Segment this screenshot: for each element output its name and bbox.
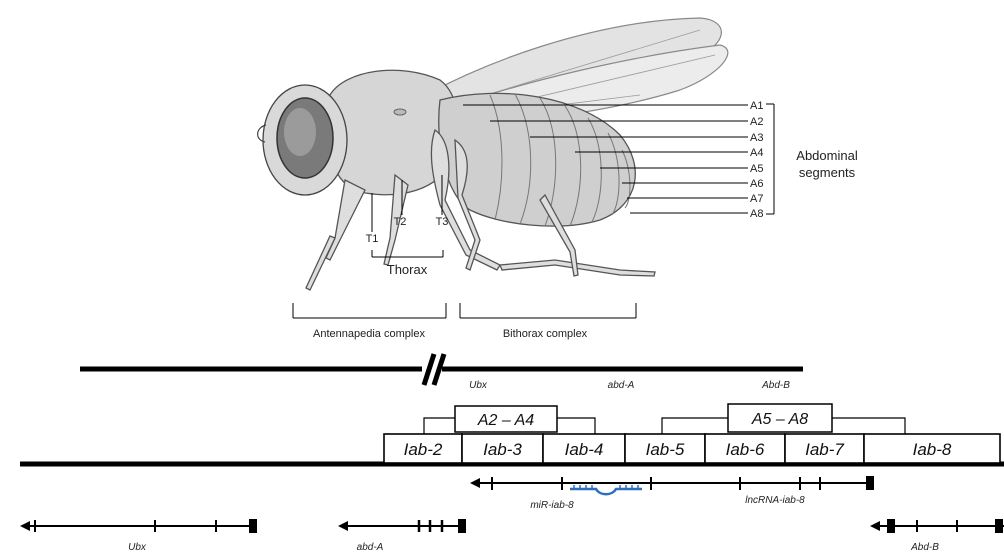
abdominal-label-a1: A1 [750, 100, 763, 112]
group-a5-a8: A5 – A8 [751, 411, 808, 428]
abdominal-label-a8: A8 [750, 208, 763, 220]
abdominal-label-a2: A2 [750, 116, 763, 128]
chrom-ubx-label: Ubx [469, 380, 488, 391]
mirna-label: miR-iab-8 [530, 500, 574, 511]
bithorax-caption: Bithorax complex [503, 328, 588, 340]
gene-abda-label: abd-A [357, 542, 384, 553]
abdominal-label-a5: A5 [750, 163, 763, 175]
regulatory-region: A2 – A4 A5 – A8 Iab-2 Iab-3 Iab-4 Iab-5 Iab-… [20, 404, 1004, 464]
mirna-hairpin [570, 485, 642, 494]
chrom-abdb-label: Abd-B [761, 380, 790, 391]
abdominal-label-a3: A3 [750, 132, 763, 144]
abdominal-label-a6: A6 [750, 178, 763, 190]
transcripts: miR-iab-8 lncRNA-iab-8 Ubx abd-A [20, 476, 1004, 553]
domain-label-iab-5: Iab-5 [646, 440, 685, 459]
gene-abdb-label: Abd-B [910, 542, 939, 553]
thorax-caption: Thorax [387, 262, 428, 277]
group-a2-a4: A2 – A4 [477, 412, 534, 429]
t1-label: T1 [366, 233, 379, 245]
gene-ubx-label: Ubx [128, 542, 147, 553]
t2-label: T2 [394, 216, 407, 228]
domain-label-iab-7: Iab-7 [805, 440, 844, 459]
domain-label-iab-4: Iab-4 [565, 440, 604, 459]
domain-label-iab-8: Iab-8 [913, 440, 952, 459]
abdominal-caption-line2: segments [799, 165, 856, 180]
lncrna-label: lncRNA-iab-8 [745, 495, 805, 506]
abdominal-caption-line1: Abdominal [796, 148, 858, 163]
domain-label-iab-6: Iab-6 [726, 440, 765, 459]
t3-label: T3 [436, 216, 449, 228]
chrom-abda-label: abd-A [608, 380, 635, 391]
domain-label-iab-2: Iab-2 [404, 440, 443, 459]
chromosome: Ubx abd-A Abd-B [80, 354, 803, 391]
domain-label-iab-3: Iab-3 [483, 440, 522, 459]
abdominal-label-a4: A4 [750, 147, 763, 159]
abdominal-label-a7: A7 [750, 193, 763, 205]
abdomen-body [439, 93, 636, 226]
antennapedia-caption: Antennapedia complex [313, 328, 425, 340]
